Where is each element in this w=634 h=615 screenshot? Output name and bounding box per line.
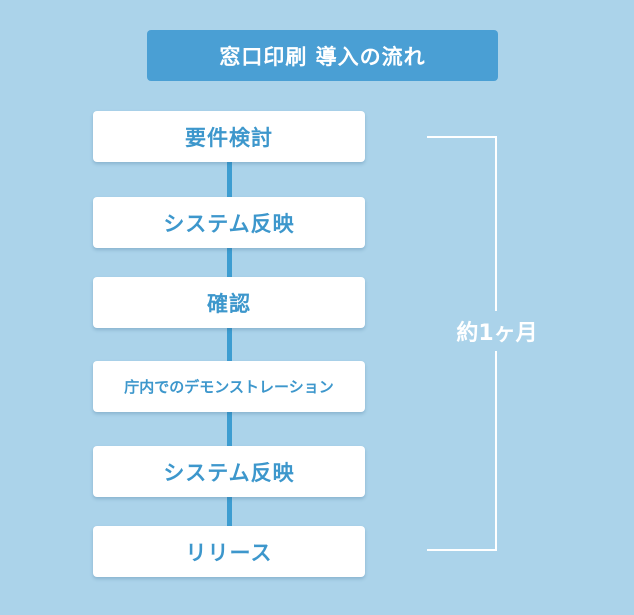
flow-title: 窓口印刷 導入の流れ <box>147 30 498 81</box>
step-internal-demonstration: 庁内でのデモンストレーション <box>93 361 365 412</box>
flow-connector-line <box>227 160 232 530</box>
duration-label: 約1ヶ月 <box>432 311 562 351</box>
step-release: リリース <box>93 526 365 577</box>
step-system-reflection-2: システム反映 <box>93 446 365 497</box>
step-requirements-review: 要件検討 <box>93 111 365 162</box>
step-system-reflection-1: システム反映 <box>93 197 365 248</box>
step-confirmation: 確認 <box>93 277 365 328</box>
